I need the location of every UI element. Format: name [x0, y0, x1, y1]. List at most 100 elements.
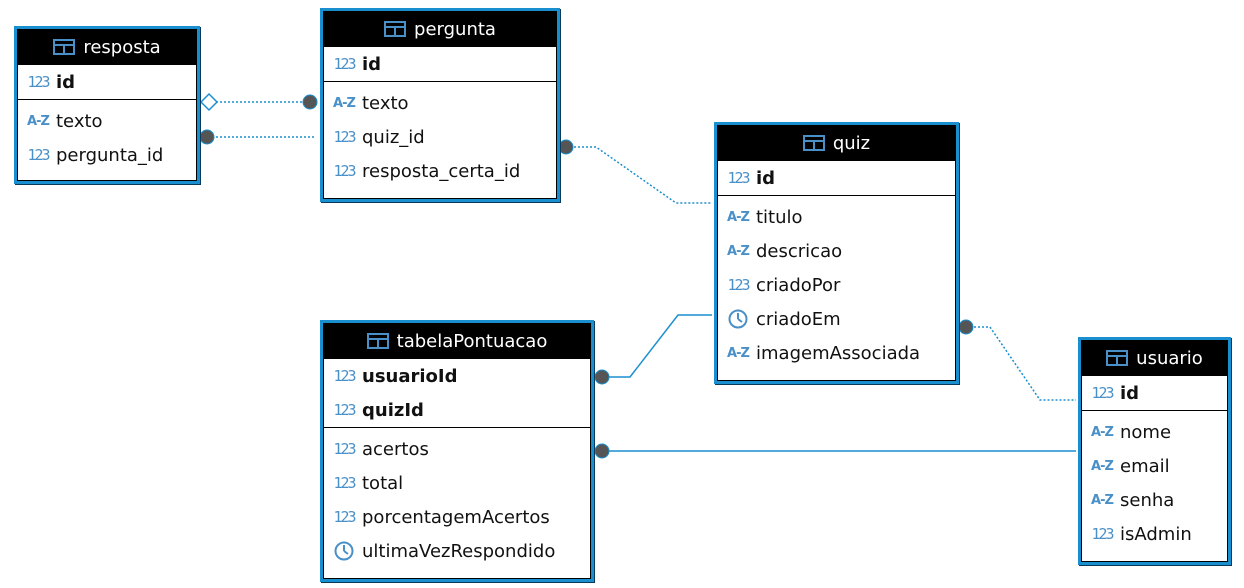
- column-name: quiz_id: [362, 126, 425, 148]
- column-name: id: [362, 53, 382, 75]
- column-name: senha: [1120, 489, 1175, 511]
- numeric-type-icon: 123: [333, 440, 356, 458]
- numeric-type-icon: 123: [27, 73, 50, 91]
- table-icon: [802, 135, 825, 151]
- column-name: id: [1120, 382, 1140, 404]
- column-name: descricao: [756, 240, 843, 262]
- dot-endpoint: [594, 369, 610, 385]
- entity-title: usuario: [1136, 347, 1203, 369]
- column-row-ultimaVezRespondido[interactable]: ultimaVezRespondido: [324, 534, 590, 568]
- entity-header[interactable]: tabelaPontuacao: [324, 324, 590, 358]
- numeric-type-icon: 123: [727, 169, 750, 187]
- numeric-type-icon: 123: [27, 146, 50, 164]
- dot-endpoint: [199, 129, 215, 145]
- numeric-type-icon: 123: [333, 162, 356, 180]
- table-icon: [366, 333, 389, 349]
- entity-title: resposta: [83, 36, 161, 58]
- text-type-icon: A-Z: [1091, 458, 1114, 474]
- table-icon: [53, 39, 76, 55]
- connector-quiz-usuario[interactable]: [966, 326, 1076, 401]
- entity-header[interactable]: usuario: [1082, 341, 1227, 375]
- column-name: usuarioId: [362, 365, 458, 387]
- entity-header[interactable]: resposta: [18, 30, 196, 64]
- column-name: email: [1120, 455, 1170, 477]
- column-row-email[interactable]: A-Z email: [1082, 449, 1227, 483]
- primary-key-section: 123 id: [324, 46, 556, 81]
- numeric-type-icon: 123: [333, 55, 356, 73]
- text-type-icon: A-Z: [727, 345, 750, 361]
- column-row-criadoEm[interactable]: criadoEm: [718, 302, 955, 336]
- column-row-quiz_id[interactable]: 123 quiz_id: [324, 120, 556, 154]
- dot-endpoint: [558, 139, 574, 155]
- text-type-icon: A-Z: [27, 113, 50, 129]
- entity-header[interactable]: pergunta: [324, 12, 556, 46]
- table-icon: [1106, 350, 1129, 366]
- column-row-descricao[interactable]: A-Z descricao: [718, 234, 955, 268]
- table-icon: [384, 21, 407, 37]
- numeric-type-icon: 123: [333, 474, 356, 492]
- connector-tabelaPontuacao-quiz[interactable]: [602, 314, 712, 378]
- dot-endpoint: [302, 94, 318, 110]
- clock-icon: [330, 541, 358, 561]
- column-name: criadoEm: [756, 308, 841, 330]
- column-name: id: [56, 71, 76, 93]
- column-row-acertos[interactable]: 123 acertos: [324, 432, 590, 466]
- column-name: acertos: [362, 438, 429, 460]
- numeric-type-icon: 123: [333, 508, 356, 526]
- text-type-icon: A-Z: [727, 209, 750, 225]
- column-row-criadoPor[interactable]: 123 criadoPor: [718, 268, 955, 302]
- clock-icon: [724, 309, 752, 329]
- column-name: total: [362, 472, 404, 494]
- numeric-type-icon: 123: [333, 128, 356, 146]
- column-row-id[interactable]: 123 id: [1082, 376, 1227, 410]
- column-name: texto: [56, 110, 103, 132]
- text-type-icon: A-Z: [727, 243, 750, 259]
- column-name: texto: [362, 92, 409, 114]
- entity-title: pergunta: [414, 18, 496, 40]
- column-row-texto[interactable]: A-Z texto: [18, 104, 196, 138]
- column-row-id[interactable]: 123 id: [324, 47, 556, 81]
- column-row-senha[interactable]: A-Z senha: [1082, 483, 1227, 517]
- connector-pergunta-quiz[interactable]: [566, 146, 712, 204]
- column-row-titulo[interactable]: A-Z titulo: [718, 200, 955, 234]
- entity-title: tabelaPontuacao: [396, 330, 548, 352]
- column-row-total[interactable]: 123 total: [324, 466, 590, 500]
- column-row-id[interactable]: 123 id: [18, 65, 196, 99]
- column-name: imagemAssociada: [756, 342, 921, 364]
- column-name: nome: [1120, 421, 1172, 443]
- primary-key-section: 123 id: [18, 64, 196, 99]
- column-name: titulo: [756, 206, 803, 228]
- entity-header[interactable]: quiz: [718, 126, 955, 160]
- numeric-type-icon: 123: [727, 276, 750, 294]
- text-type-icon: A-Z: [1091, 492, 1114, 508]
- column-row-imagemAssociada[interactable]: A-Z imagemAssociada: [718, 336, 955, 370]
- numeric-type-icon: 123: [333, 401, 356, 419]
- numeric-type-icon: 123: [1091, 384, 1114, 402]
- column-name: ultimaVezRespondido: [362, 540, 556, 562]
- column-name: criadoPor: [756, 274, 841, 296]
- entity-title: quiz: [832, 132, 871, 154]
